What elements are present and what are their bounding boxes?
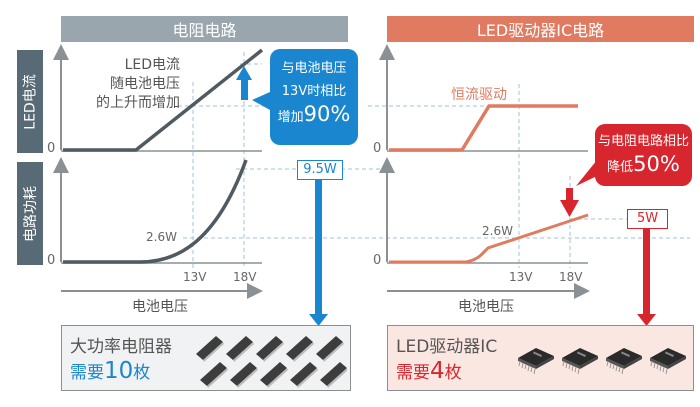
resistor-requirement-box: 大功率电阻器 需要10枚: [61, 325, 351, 391]
ic-chip-icons: [518, 348, 686, 375]
blue-down-arrow-icon: [309, 179, 328, 326]
resistor-count: 需要10枚: [70, 358, 150, 384]
led-driver-count: 需要4枚: [396, 358, 462, 384]
constant-current-annotation: 恒流驱动: [451, 87, 507, 103]
led-driver-title: LED驱动器IC: [396, 337, 498, 357]
power-9-5w-box: 9.5W: [297, 160, 343, 180]
callout-line: 与电池电压: [281, 61, 347, 76]
led-current-annotation: LED电流 随电池电压 的上升而增加: [76, 56, 180, 113]
zero-label: 0: [373, 141, 382, 156]
led-driver-circuit-header-label: LED驱动器IC电路: [476, 21, 605, 40]
annotation-line: 随电池电压: [110, 76, 180, 92]
tick-18v: 18V: [559, 270, 583, 284]
blue-callout-pointer: [252, 92, 270, 110]
right-power-curve: [389, 213, 589, 264]
callout-line: 增加90%: [270, 103, 358, 129]
right-led-current-curve: [389, 104, 578, 152]
reduction-callout: 与电阻电路相比 降低50%: [595, 124, 692, 186]
left-led-current-curve: [63, 48, 264, 152]
red-down-arrow-icon: [560, 188, 579, 217]
zero-label: 0: [47, 141, 56, 156]
tick-13v: 13V: [509, 270, 533, 284]
led-driver-requirement-box: LED驱动器IC 需要4枚: [387, 325, 694, 391]
increase-percent: 90%: [303, 102, 351, 126]
tick-18v: 18V: [233, 270, 257, 284]
resistor-circuit-header: 电阻电路: [61, 16, 348, 42]
battery-voltage-label: 电池电压: [132, 299, 188, 315]
count-prefix: 需要: [70, 363, 104, 383]
annotation-line: LED电流: [124, 57, 180, 73]
power-2-6w-label: 2.6W: [146, 230, 177, 244]
zero-label: 0: [47, 253, 56, 268]
count-value: 4: [430, 358, 445, 384]
tick-13v: 13V: [183, 270, 207, 284]
count-suffix: 枚: [444, 363, 462, 383]
ic-chip-icon: [518, 348, 686, 375]
zero-label: 0: [373, 253, 382, 268]
reduction-percent: 50%: [633, 152, 680, 176]
red-long-down-arrow-icon: [637, 228, 656, 326]
callout-prefix: 降低: [607, 160, 634, 175]
callout-line: 13V时相比: [281, 84, 347, 99]
callout-prefix: 增加: [277, 110, 304, 125]
callout-line: 与电阻电路相比: [597, 134, 689, 149]
annotation-line: 的上升而增加: [96, 95, 180, 111]
left-power-curve: [63, 159, 248, 264]
power-5w-box: 5W: [627, 209, 668, 229]
red-callout-pointer: [576, 160, 597, 186]
resistor-chip-icon: [196, 336, 347, 388]
battery-voltage-label: 电池电压: [458, 299, 514, 315]
power-2-6w-label: 2.6W: [482, 224, 513, 238]
resistor-circuit-header-label: 电阻电路: [172, 21, 237, 40]
resistor-title: 大功率电阻器: [70, 337, 172, 357]
increase-callout: 与电池电压 13V时相比 增加90%: [270, 49, 358, 145]
count-suffix: 枚: [133, 363, 151, 383]
count-prefix: 需要: [396, 363, 430, 383]
resistor-icons: [196, 336, 347, 388]
led-driver-circuit-header: LED驱动器IC电路: [387, 16, 694, 42]
blue-up-arrow-icon: [236, 66, 252, 100]
count-value: 10: [104, 358, 134, 384]
circuit-power-axis-label: 电路功耗: [17, 162, 43, 265]
led-current-axis-label: LED电流: [17, 50, 43, 153]
callout-line: 降低50%: [595, 153, 692, 179]
